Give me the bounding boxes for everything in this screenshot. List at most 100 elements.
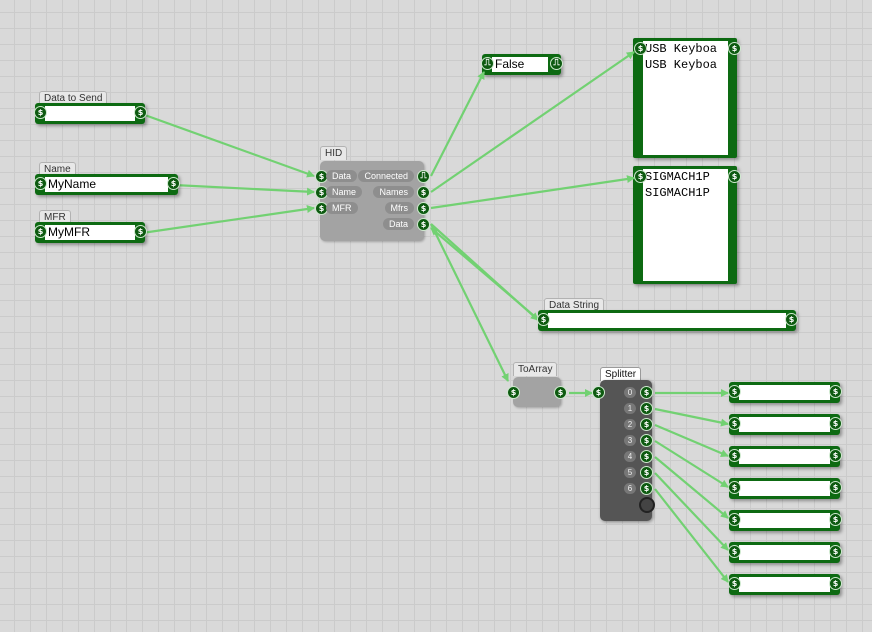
splitter-output-field[interactable]: $ $ (728, 510, 842, 531)
splitter-output-value[interactable] (739, 449, 830, 464)
data-string-label: Data String (544, 298, 605, 312)
array-in-port-icon[interactable]: $ (592, 386, 605, 399)
wire (654, 472, 729, 551)
splitter-index: 3 (624, 435, 636, 446)
string-out-port-icon[interactable]: $ (785, 313, 798, 326)
wire (430, 175, 635, 210)
hid-input-name: Name (326, 186, 363, 198)
splitter-index: 2 (624, 419, 636, 430)
hid-body[interactable]: $ Data $ Name $ MFR Connected ⎍ Names $ … (315, 161, 430, 241)
data-string-node[interactable]: Data String $ $ (536, 298, 798, 334)
string-in-port-icon[interactable]: $ (728, 513, 741, 526)
data-out-port-icon[interactable]: $ (417, 218, 430, 231)
string-out-port-icon[interactable]: $ (728, 170, 741, 183)
toarray-body[interactable]: $ $ (507, 377, 567, 407)
toarray-title: ToArray (513, 362, 558, 376)
string-out-port-icon[interactable]: $ (728, 42, 741, 55)
mfrs-list[interactable]: SIGMACH1P SIGMACH1P $ $ (633, 166, 741, 284)
splitter-output-field[interactable]: $ $ (728, 574, 842, 595)
hid-input-data: Data (326, 170, 358, 182)
string-in-port-icon[interactable]: $ (728, 449, 741, 462)
string-out-port-icon[interactable]: $ (167, 177, 180, 190)
pulse-in-port-icon[interactable]: ⎍ (481, 57, 494, 70)
splitter-output-value[interactable] (739, 577, 830, 592)
string-out-port-icon[interactable]: $ (829, 449, 842, 462)
splitter-out-port-icon[interactable]: $ (640, 386, 653, 399)
hid-node[interactable]: HID $ Data $ Name $ MFR Connected ⎍ Name… (312, 146, 438, 242)
wire (173, 183, 315, 196)
splitter-title: Splitter (600, 367, 642, 381)
wire (654, 456, 729, 519)
toarray-node[interactable]: ToArray $ $ (505, 362, 573, 410)
splitter-output-value[interactable] (739, 545, 830, 560)
pulse-out-port-icon[interactable]: ⎍ (550, 57, 563, 70)
splitter-body[interactable]: $ 0 $ 1 $ 2 $ 3 $ 4 $ 5 $ 6 $ (592, 380, 655, 521)
string-out-port-icon[interactable]: $ (829, 481, 842, 494)
mfr-node[interactable]: MFR MyMFR $ $ (33, 210, 147, 244)
splitter-index: 1 (624, 403, 636, 414)
splitter-output-value[interactable] (739, 513, 830, 528)
splitter-index: 6 (624, 483, 636, 494)
names-list[interactable]: USB Keyboa USB Keyboa $ $ (633, 38, 741, 158)
string-out-port-icon[interactable]: $ (134, 106, 147, 119)
string-in-port-icon[interactable]: $ (728, 385, 741, 398)
name-field[interactable]: MyName $ $ (34, 174, 180, 195)
string-in-port-icon[interactable]: $ (728, 577, 741, 590)
string-out-port-icon[interactable]: $ (829, 417, 842, 430)
splitter-out-port-icon[interactable]: $ (640, 434, 653, 447)
mfr-input[interactable]: MyMFR (45, 225, 135, 240)
splitter-out-port-icon[interactable]: $ (640, 466, 653, 479)
wire (430, 71, 485, 177)
splitter-output-field[interactable]: $ $ (728, 478, 842, 499)
splitter-out-port-icon[interactable]: $ (640, 418, 653, 431)
string-out-port-icon[interactable]: $ (134, 225, 147, 238)
splitter-output-field[interactable]: $ $ (728, 446, 842, 467)
array-out-port-icon[interactable]: $ (554, 386, 567, 399)
string-in-port-icon[interactable]: $ (728, 417, 741, 430)
data-string-input[interactable] (548, 313, 786, 328)
splitter-output-value[interactable] (739, 481, 830, 496)
add-output-knob-icon[interactable] (639, 497, 655, 513)
hid-output-mfrs: Mfrs (384, 202, 414, 214)
mfrs-list-line: SIGMACH1P (645, 170, 710, 184)
mfr-field[interactable]: MyMFR $ $ (34, 222, 147, 243)
mfrs-list-line: SIGMACH1P (645, 186, 710, 200)
mfrs-out-port-icon[interactable]: $ (417, 202, 430, 215)
string-out-port-icon[interactable]: $ (829, 577, 842, 590)
string-out-port-icon[interactable]: $ (829, 545, 842, 558)
connected-out-port-icon[interactable]: ⎍ (417, 170, 430, 183)
name-input[interactable]: MyName (45, 177, 168, 192)
splitter-output-field[interactable]: $ $ (728, 382, 842, 403)
splitter-out-port-icon[interactable]: $ (640, 450, 653, 463)
splitter-node[interactable]: Splitter $ 0 $ 1 $ 2 $ 3 $ 4 $ 5 $ 6 $ (592, 367, 662, 523)
string-in-port-icon[interactable]: $ (507, 386, 520, 399)
string-in-port-icon[interactable]: $ (537, 313, 550, 326)
string-out-port-icon[interactable]: $ (829, 385, 842, 398)
string-out-port-icon[interactable]: $ (829, 513, 842, 526)
wire (654, 488, 729, 583)
names-out-port-icon[interactable]: $ (417, 186, 430, 199)
splitter-out-port-icon[interactable]: $ (640, 482, 653, 495)
splitter-output-field[interactable]: $ $ (728, 414, 842, 435)
string-in-port-icon[interactable]: $ (728, 481, 741, 494)
data-string-field[interactable]: $ $ (537, 310, 798, 331)
splitter-output-value[interactable] (739, 417, 830, 432)
data-to-send-label: Data to Send (39, 91, 108, 105)
connected-display[interactable]: False ⎍ ⎍ (481, 54, 563, 75)
string-in-port-icon[interactable]: $ (34, 177, 47, 190)
string-in-port-icon[interactable]: $ (728, 545, 741, 558)
data-to-send-field[interactable]: $ $ (34, 103, 147, 124)
string-in-port-icon[interactable]: $ (34, 106, 47, 119)
data-to-send-node[interactable]: Data to Send $ $ (33, 91, 147, 124)
data-to-send-input[interactable] (45, 106, 135, 121)
hid-output-data: Data (382, 218, 414, 230)
hid-title: HID (320, 146, 348, 160)
string-in-port-icon[interactable]: $ (634, 170, 647, 183)
string-in-port-icon[interactable]: $ (634, 42, 647, 55)
splitter-output-field[interactable]: $ $ (728, 542, 842, 563)
splitter-output-value[interactable] (739, 385, 830, 400)
wire (654, 407, 729, 427)
name-node[interactable]: Name MyName $ $ (33, 162, 180, 196)
splitter-out-port-icon[interactable]: $ (640, 402, 653, 415)
string-in-port-icon[interactable]: $ (34, 225, 47, 238)
